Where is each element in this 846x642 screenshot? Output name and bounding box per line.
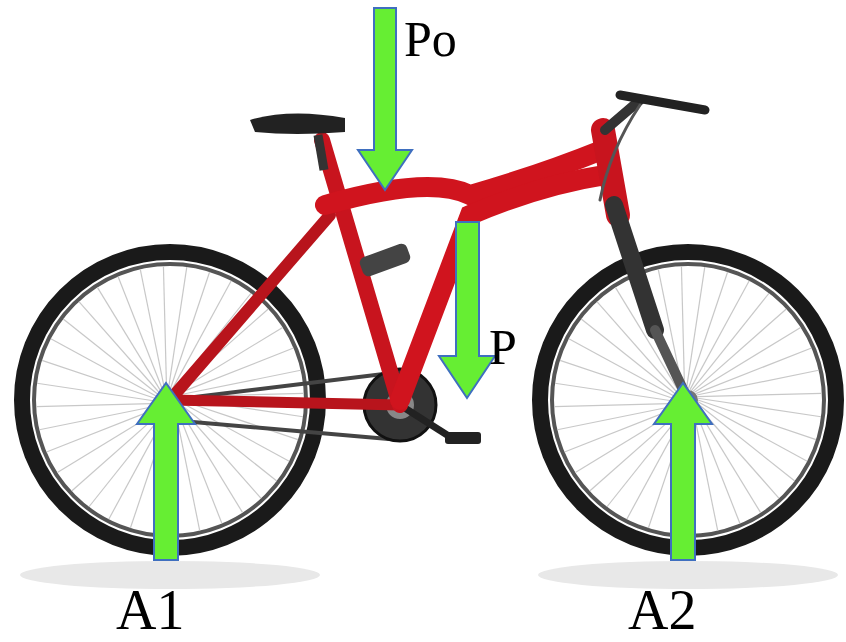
wheel-spoke bbox=[690, 281, 749, 390]
wheel-spoke bbox=[97, 287, 162, 393]
wheel-spoke bbox=[180, 402, 289, 461]
wheel-spoke bbox=[698, 402, 807, 461]
wheel-spoke bbox=[697, 403, 794, 481]
force-label: A1 bbox=[116, 582, 184, 638]
wheel-spoke bbox=[693, 409, 718, 531]
saddle bbox=[250, 113, 345, 170]
wheel-spoke bbox=[140, 269, 165, 391]
wheel-spoke bbox=[555, 383, 678, 402]
wheel-spoke bbox=[698, 398, 821, 417]
wheel-spoke bbox=[179, 403, 276, 481]
wheel-spoke bbox=[168, 267, 187, 390]
wheel-spoke bbox=[554, 403, 678, 406]
wheel-spoke bbox=[697, 393, 821, 396]
wheel-spoke bbox=[693, 309, 786, 391]
wheel-spoke bbox=[63, 319, 160, 397]
wheel-spoke bbox=[696, 348, 812, 394]
wheel-spoke bbox=[163, 266, 166, 390]
wheel-spoke bbox=[36, 403, 160, 406]
drivetrain bbox=[170, 369, 481, 444]
wheel-spoke bbox=[686, 267, 705, 390]
wheel-spoke bbox=[694, 408, 740, 524]
wheel-spoke bbox=[118, 276, 164, 392]
handlebar bbox=[600, 95, 705, 200]
wheel-spoke bbox=[79, 302, 161, 395]
wheel-spoke bbox=[691, 293, 769, 390]
wheel-spoke bbox=[37, 383, 160, 402]
wheel-spoke bbox=[681, 266, 684, 390]
force-label: P bbox=[489, 322, 517, 372]
wheel-spoke bbox=[697, 370, 819, 395]
wheel-spoke bbox=[694, 327, 800, 392]
wheel-spoke bbox=[51, 339, 160, 398]
force-label: Po bbox=[404, 14, 457, 64]
force-label: A2 bbox=[628, 582, 696, 638]
force-arrow bbox=[137, 8, 712, 560]
front-fork bbox=[614, 205, 688, 400]
